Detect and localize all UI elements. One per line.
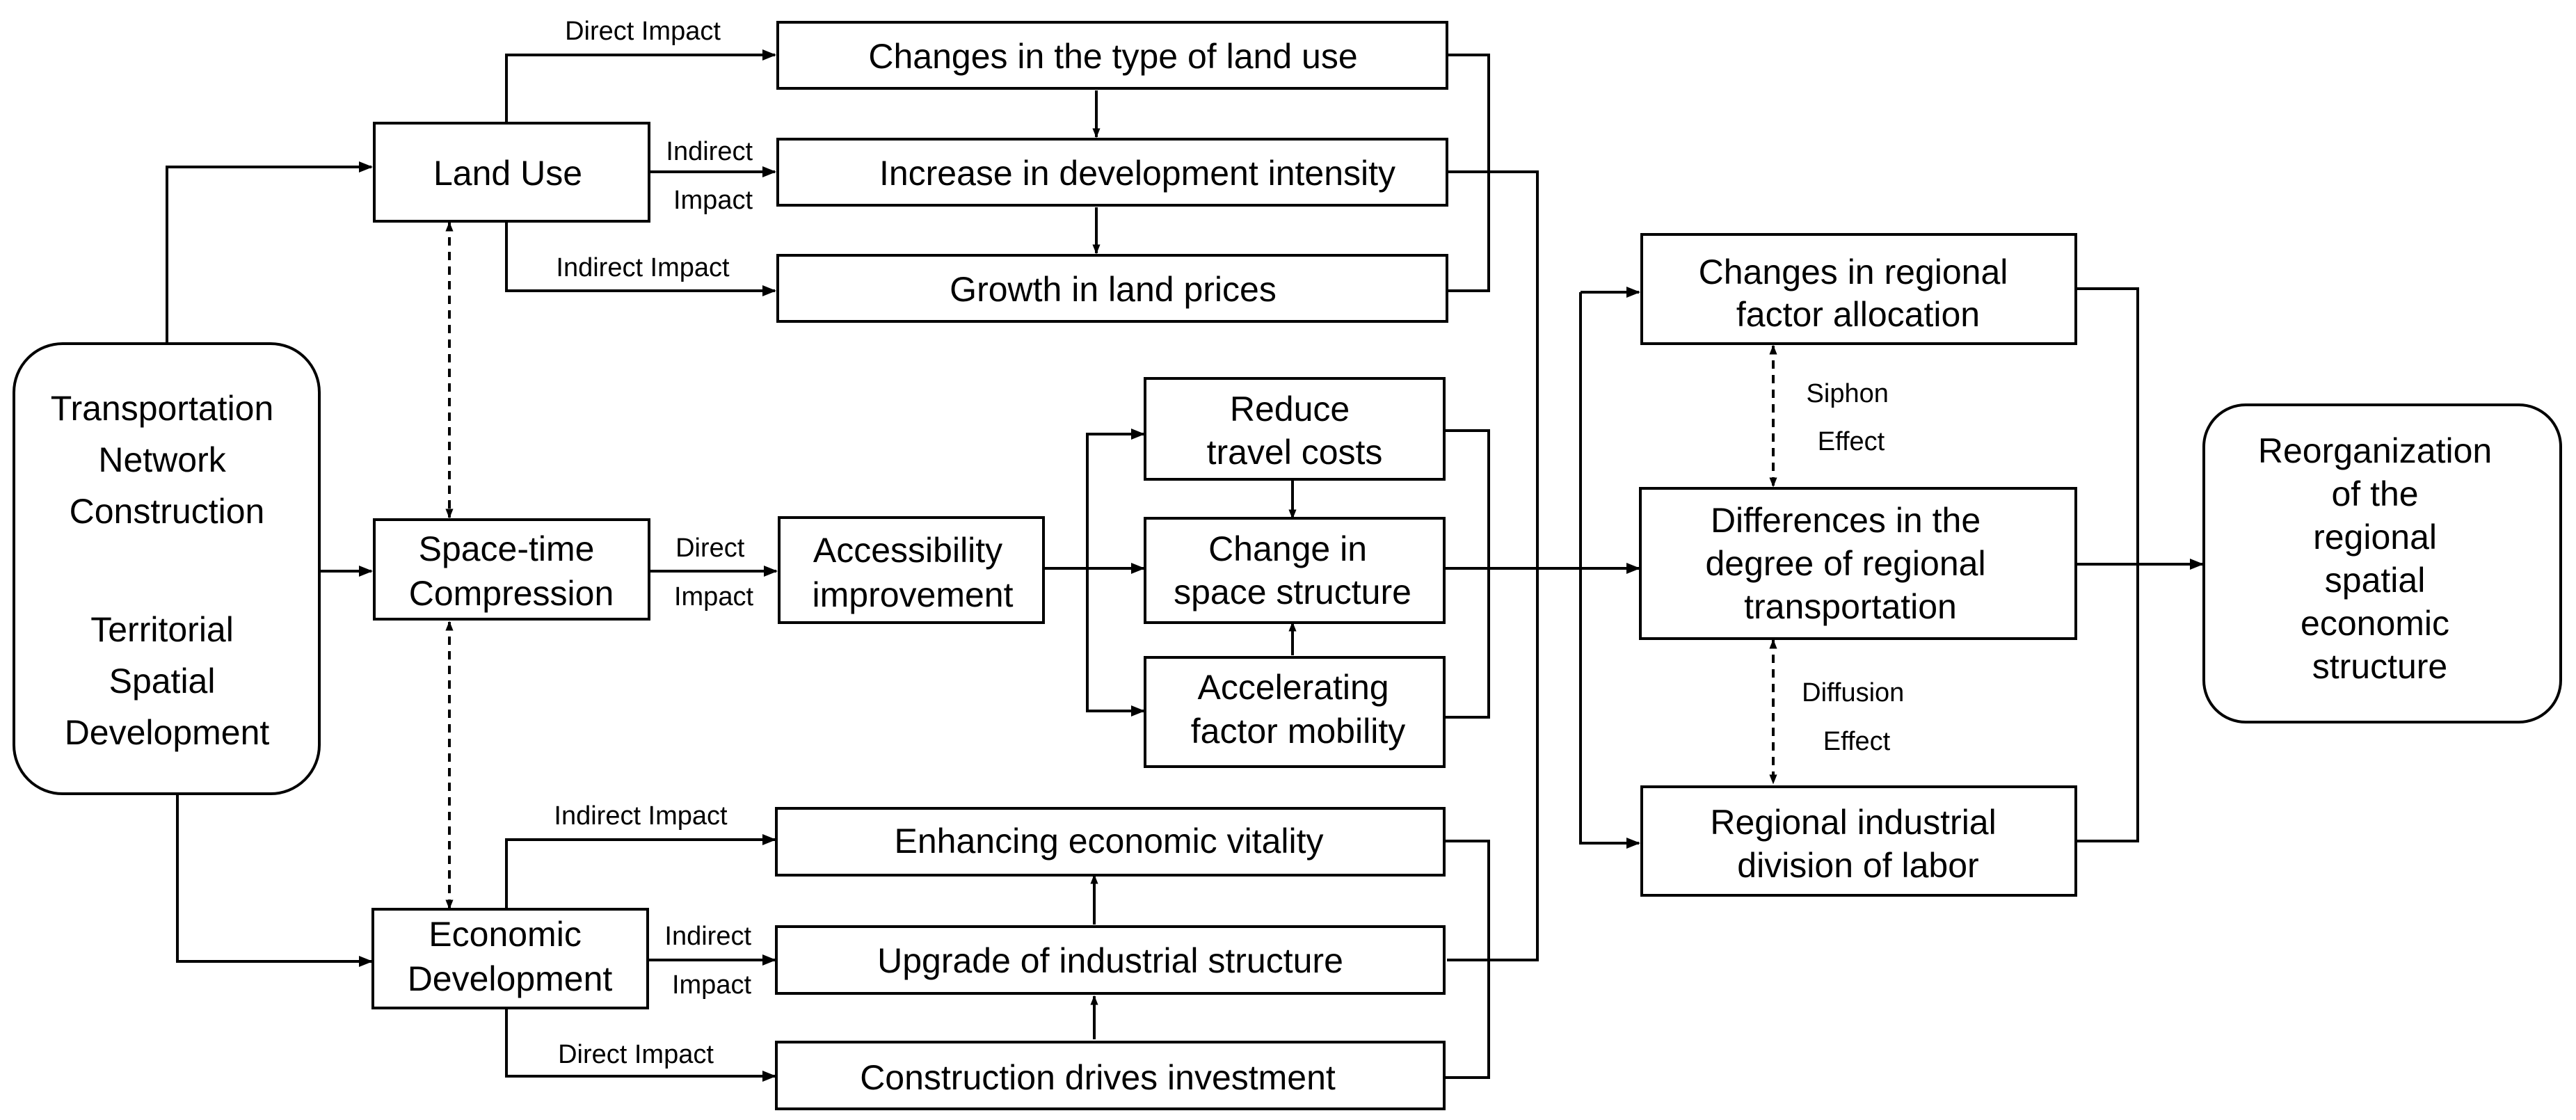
node-industrial-division: Regional industrial division of labor [1710,803,2006,885]
node-space-structure: Change in space structure [1174,529,1411,611]
box-space-time-compression [373,518,650,621]
node-land-use-type: Changes in the type of land use [868,37,1357,76]
label-stc-direct-impact: Direct Impact [674,534,753,611]
box-factor-mobility [1144,656,1446,768]
box-main-source [13,342,321,795]
box-reorganization [2202,403,2562,723]
node-economic-vitality: Enhancing economic vitality [895,822,1324,861]
merge-line [1447,170,1539,961]
box-regional-transportation [1639,487,2077,640]
box-economic-development [371,908,649,1009]
box-travel-costs [1144,377,1446,481]
node-territorial-spatial: Territorial Spatial Development [65,610,270,752]
node-reorganization: Reorganization of the regional spatial e… [2258,431,2502,686]
box-land-use-type [776,21,1448,90]
node-factor-mobility: Accelerating factor mobility [1191,668,1405,751]
box-accessibility [778,516,1045,624]
arrow-lu-indirect2 [505,221,776,296]
edge-labels: Direct Impact Indirect Impact Indirect I… [554,17,1912,1069]
node-transportation-network: Transportation Network Construction [51,389,283,531]
node-labels: Transportation Network Construction Terr… [51,37,2502,1097]
node-land-prices: Growth in land prices [950,270,1277,309]
box-construction-investment [775,1041,1446,1110]
arrow-ec-indirect [505,834,776,909]
node-accessibility: Accessibility improvement [813,531,1014,614]
box-space-structure [1144,517,1446,624]
bracket-space-results [1444,429,1490,719]
label-lu-indirect-impact-2: Indirect Impact [556,253,730,282]
arrow-acc-to-afm [1086,568,1145,717]
box-economic-vitality [775,807,1446,877]
node-regional-transportation: Differences in the degree of regional tr… [1706,501,1996,626]
node-development-intensity: Increase in development intensity [879,154,1395,193]
label-lu-indirect-impact: Indirect Impact [666,137,760,215]
box-industrial-structure [775,925,1446,995]
node-construction-investment: Construction drives investment [860,1058,1336,1097]
node-industrial-structure: Upgrade of industrial structure [877,941,1343,980]
label-diffusion-effect: Diffusion Effect [1802,678,1912,756]
node-land-use: Land Use [433,154,582,193]
box-land-prices [776,254,1448,323]
connectors [163,49,2204,1082]
arrow-ec-direct [505,1008,776,1082]
arrow-acc-to-rtc [1086,429,1145,568]
box-industrial-division [1640,785,2077,897]
label-ec-indirect-impact-2: Indirect Impact [664,922,758,1000]
node-space-time: Space-time Compression [409,529,614,613]
arrow-to-economic [176,794,373,967]
node-factor-allocation: Changes in regional factor allocation [1699,253,2018,334]
arrow-to-land-use [166,161,373,344]
box-development-intensity [776,138,1448,207]
box-factor-allocation [1640,233,2077,345]
label-siphon-effect: Siphon Effect [1807,379,1896,456]
arrow-lu-direct [505,49,776,123]
arrow-to-regional-industrial [1579,292,1640,849]
label-ec-indirect-impact: Indirect Impact [554,801,728,831]
label-lu-direct-impact: Direct Impact [565,17,721,46]
dashed-connectors [445,221,1777,910]
node-economic-development: Economic Development [408,915,613,998]
node-travel-costs: Reduce travel costs [1207,390,1383,472]
boxes [13,21,2562,1110]
box-land-use [373,122,650,223]
label-ec-direct-impact: Direct Impact [558,1040,714,1069]
